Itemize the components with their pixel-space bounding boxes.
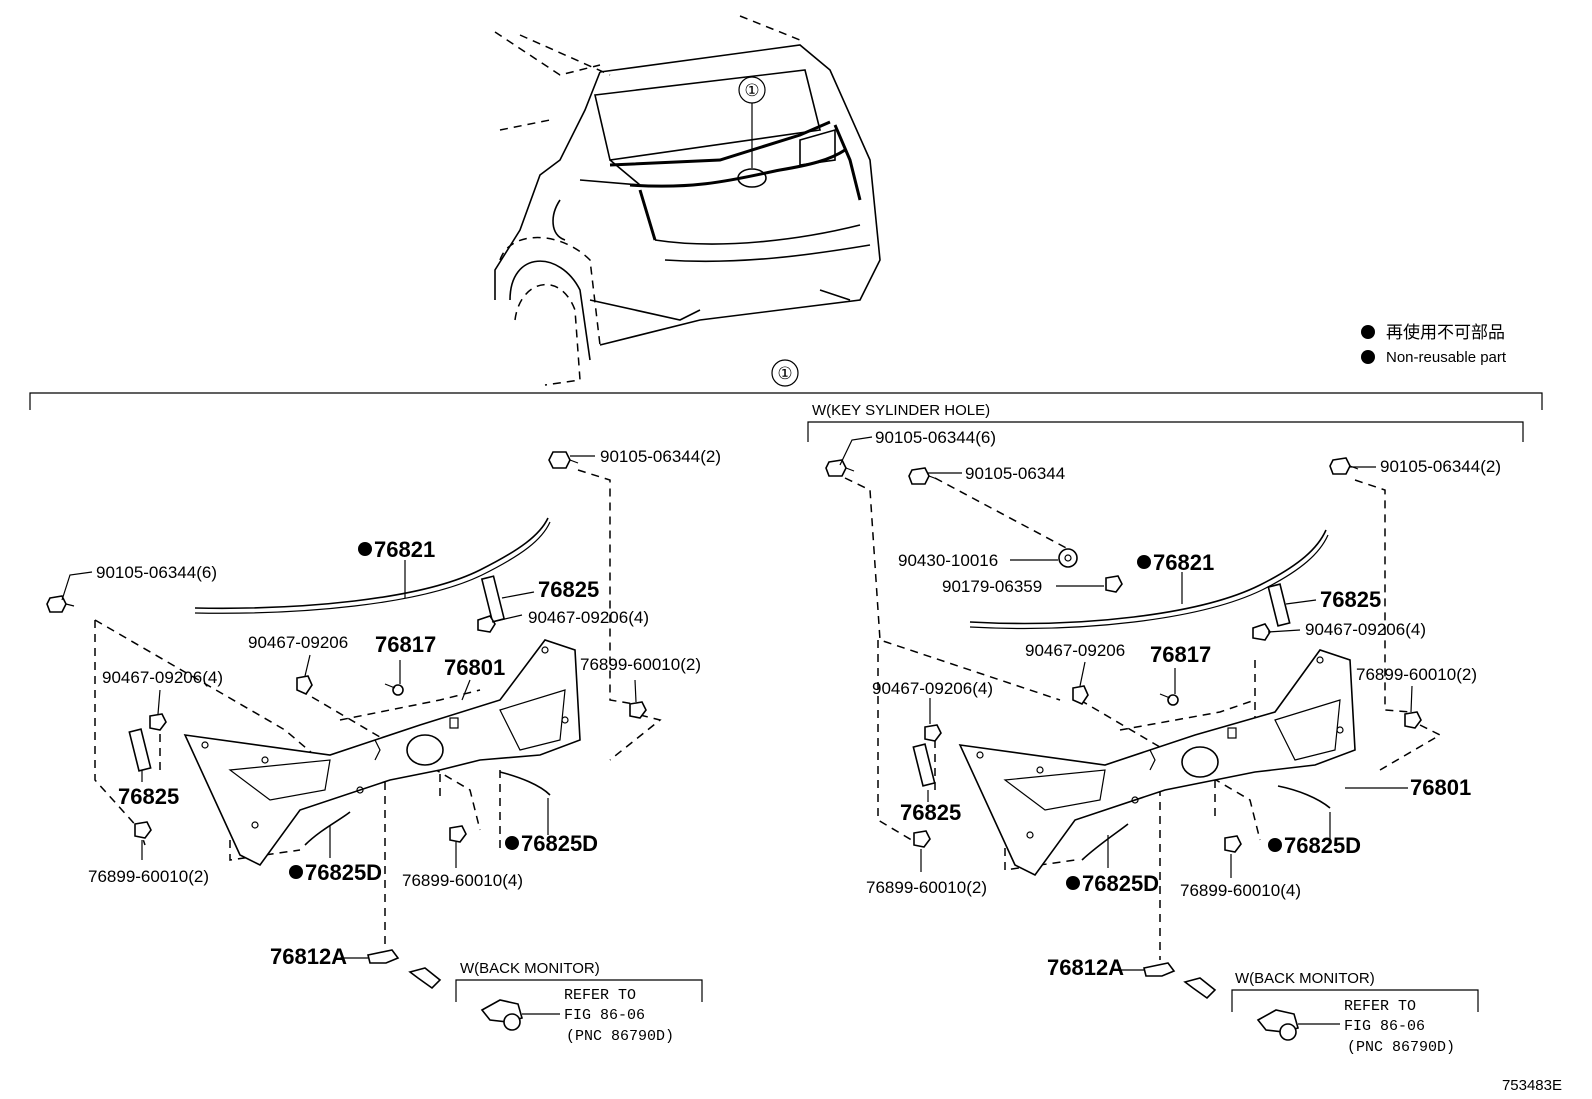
label-cover: 76812A — [270, 944, 347, 969]
section-callout: ① — [777, 364, 792, 383]
label-clip-right: 90467-09206(4) — [528, 608, 649, 627]
cover-icon — [1143, 962, 1176, 977]
bolt-icon — [825, 459, 855, 477]
label-seal-top: 76821 — [1153, 550, 1214, 575]
callout-1: ① — [744, 81, 759, 100]
label-clip-left: 90467-09206(4) — [872, 679, 993, 698]
nonreusable-dot-icon — [1066, 876, 1080, 890]
label-spoiler: 76801 — [1410, 775, 1471, 800]
label-nut: 90179-06359 — [942, 577, 1042, 596]
label-seal-d-right: 76825D — [1284, 833, 1361, 858]
label-pad-right: 76825 — [1320, 587, 1381, 612]
back-monitor-pnc: (PNC 86790D) — [1347, 1039, 1455, 1056]
right-assembly: W(KEY SYLINDER HOLE) — [807, 402, 1524, 1056]
bolt-icon — [548, 451, 579, 469]
legend-jp: 再使用不可部品 — [1386, 322, 1505, 342]
section-bracket: ① — [29, 359, 1543, 410]
label-bolt-top: 90105-06344(2) — [1380, 457, 1501, 476]
back-monitor-fig: FIG 86-06 — [1344, 1018, 1425, 1035]
label-nut-center: 76899-60010(4) — [1180, 881, 1301, 900]
nut-icon — [1404, 711, 1422, 729]
label-bolt-top: 90105-06344(2) — [600, 447, 721, 466]
legend-en: Non-reusable part — [1386, 349, 1507, 366]
clip-icon — [924, 724, 942, 742]
bolt-icon — [908, 467, 938, 485]
arrow-icon — [408, 967, 442, 990]
figure-id: 753483E — [1502, 1077, 1562, 1094]
label-spoiler: 76801 — [444, 655, 505, 680]
nut-icon — [913, 830, 931, 848]
label-nut-right: 76899-60010(2) — [1356, 665, 1477, 684]
camera-icon — [480, 999, 523, 1031]
back-monitor-refer: REFER TO — [1344, 998, 1416, 1015]
car-rear-illustration: ① — [494, 15, 881, 386]
back-monitor-fig: FIG 86-06 — [564, 1007, 645, 1024]
arrow-icon — [1183, 977, 1217, 1000]
nonreusable-dot-icon — [1361, 350, 1375, 364]
washer-icon — [1058, 548, 1078, 568]
back-monitor-pnc: (PNC 86790D) — [566, 1028, 674, 1045]
screw-icon — [384, 683, 404, 696]
label-nut-left: 76899-60010(2) — [88, 867, 209, 886]
nonreusable-dot-icon — [289, 865, 303, 879]
nut-icon — [1224, 835, 1242, 853]
clip-icon — [149, 713, 167, 731]
back-monitor-refer: REFER TO — [564, 987, 636, 1004]
variant-title: W(KEY SYLINDER HOLE) — [812, 402, 990, 419]
label-bolt-mid: 90105-06344 — [965, 464, 1065, 483]
legend: 再使用不可部品 Non-reusable part — [1361, 322, 1507, 366]
label-clip-mid: 90467-09206 — [248, 633, 348, 652]
label-seal-d-right: 76825D — [521, 831, 598, 856]
nut-icon — [629, 701, 647, 719]
label-nut-left: 76899-60010(2) — [866, 878, 987, 897]
bolt-icon — [46, 595, 75, 613]
label-pad-left: 76825 — [900, 800, 961, 825]
label-screw: 76817 — [1150, 642, 1211, 667]
label-clip-left: 90467-09206(4) — [102, 668, 223, 687]
clip-icon — [296, 675, 313, 696]
clip-icon — [477, 615, 496, 633]
cover-icon — [367, 949, 400, 964]
label-screw: 76817 — [375, 632, 436, 657]
label-clip-right: 90467-09206(4) — [1305, 620, 1426, 639]
label-seal-d-left: 76825D — [305, 860, 382, 885]
clip-icon — [1072, 685, 1089, 706]
label-nut-right: 76899-60010(2) — [580, 655, 701, 674]
nut-icon — [134, 821, 152, 839]
nonreusable-dot-icon — [358, 542, 372, 556]
nonreusable-dot-icon — [1268, 838, 1282, 852]
camera-icon — [1256, 1009, 1299, 1041]
back-monitor-title: W(BACK MONITOR) — [460, 960, 600, 977]
nonreusable-dot-icon — [505, 836, 519, 850]
label-clip-mid: 90467-09206 — [1025, 641, 1125, 660]
screw-icon — [1159, 693, 1179, 706]
left-assembly: 90105-06344(2) 90105-06344(6) 76821 7682… — [46, 447, 721, 1045]
label-seal-d-left: 76825D — [1082, 871, 1159, 896]
label-washer: 90430-10016 — [898, 551, 998, 570]
nonreusable-dot-icon — [1137, 555, 1151, 569]
nut-icon — [1105, 575, 1123, 593]
nut-icon — [449, 825, 467, 843]
label-pad-right: 76825 — [538, 577, 599, 602]
label-bolt-side: 90105-06344(6) — [875, 428, 996, 447]
nonreusable-dot-icon — [1361, 325, 1375, 339]
back-monitor-title: W(BACK MONITOR) — [1235, 970, 1375, 987]
bolt-icon — [1329, 457, 1359, 475]
clip-icon — [1252, 623, 1271, 641]
label-pad-left: 76825 — [118, 784, 179, 809]
label-seal-top: 76821 — [374, 537, 435, 562]
label-cover: 76812A — [1047, 955, 1124, 980]
label-bolt-side: 90105-06344(6) — [96, 563, 217, 582]
label-nut-center: 76899-60010(4) — [402, 871, 523, 890]
